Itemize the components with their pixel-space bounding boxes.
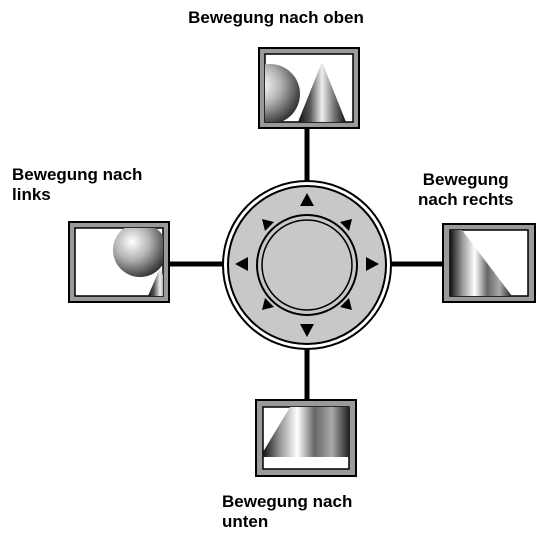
- label-up: Bewegung nach oben: [188, 8, 364, 27]
- thumbnail-up: [258, 47, 360, 129]
- arrow-down-right-icon[interactable]: [340, 298, 352, 310]
- label-left-line2: links: [12, 185, 51, 204]
- arrow-right-icon[interactable]: [366, 257, 379, 271]
- label-left-line1: Bewegung nach: [12, 165, 143, 184]
- arrow-up-right-icon[interactable]: [340, 219, 352, 231]
- label-down-line2: unten: [222, 512, 269, 531]
- label-down-line1: Bewegung nach: [222, 492, 353, 511]
- arrow-up-left-icon[interactable]: [262, 219, 274, 231]
- label-right: Bewegung nach rechts: [418, 170, 513, 210]
- thumbnail-right: [442, 223, 536, 303]
- label-down: Bewegung nach unten: [222, 492, 352, 532]
- label-left: Bewegung nach links: [12, 165, 142, 205]
- thumbnail-down: [255, 399, 357, 477]
- arrow-down-left-icon[interactable]: [262, 298, 274, 310]
- arrow-left-icon[interactable]: [235, 257, 248, 271]
- arrow-down-icon[interactable]: [300, 324, 314, 337]
- label-right-line2: nach rechts: [418, 190, 514, 209]
- arrow-up-icon[interactable]: [300, 193, 314, 206]
- thumbnail-left: [68, 221, 170, 303]
- label-right-line1: Bewegung: [422, 170, 509, 189]
- joystick-dial-icon[interactable]: [222, 180, 392, 350]
